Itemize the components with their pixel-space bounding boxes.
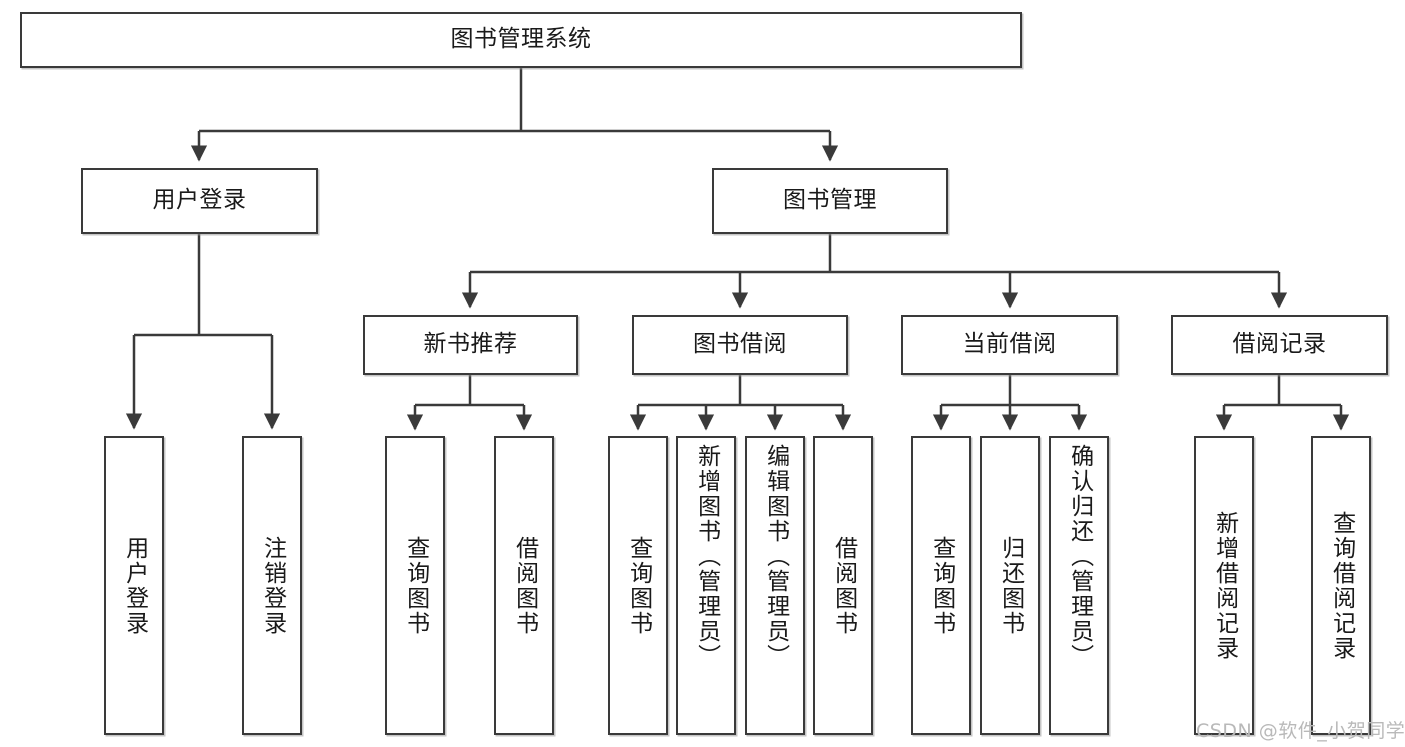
leaf-query-book-nb-label: 查询图书 bbox=[402, 535, 429, 636]
node-borrow-record-label: 借阅记录 bbox=[1232, 331, 1327, 358]
leaf-borrow-book-bb[interactable]: 借阅图书 bbox=[813, 436, 873, 735]
node-book-borrow[interactable]: 图书借阅 bbox=[632, 315, 848, 375]
leaf-borrow-book-nb-label: 借阅图书 bbox=[511, 535, 538, 636]
node-book-management-label: 图书管理 bbox=[783, 187, 877, 214]
csdn-watermark: CSDN @软件_小贺同学 bbox=[1196, 720, 1405, 742]
node-user-login[interactable]: 用户登录 bbox=[81, 168, 318, 234]
leaf-query-book-bb[interactable]: 查询图书 bbox=[608, 436, 668, 735]
node-user-login-label: 用户登录 bbox=[152, 187, 247, 214]
leaf-add-book-admin-label: 新增图书（管理员） bbox=[693, 444, 720, 669]
leaf-add-borrow-record[interactable]: 新增借阅记录 bbox=[1194, 436, 1254, 735]
node-current-borrow[interactable]: 当前借阅 bbox=[901, 315, 1118, 375]
leaf-user-login-label: 用户登录 bbox=[121, 535, 148, 636]
leaf-query-book-bb-label: 查询图书 bbox=[625, 535, 652, 636]
node-borrow-record[interactable]: 借阅记录 bbox=[1171, 315, 1388, 375]
node-book-borrow-label: 图书借阅 bbox=[693, 331, 787, 358]
node-new-book-recommend[interactable]: 新书推荐 bbox=[363, 315, 578, 375]
leaf-query-borrow-record-label: 查询借阅记录 bbox=[1328, 510, 1355, 661]
leaf-confirm-return-admin[interactable]: 确认归还（管理员） bbox=[1049, 436, 1109, 735]
leaf-edit-book-admin-label: 编辑图书（管理员） bbox=[762, 444, 789, 669]
leaf-logout-label: 注销登录 bbox=[259, 535, 286, 636]
leaf-confirm-return-admin-label: 确认归还（管理员） bbox=[1066, 444, 1093, 669]
node-new-book-recommend-label: 新书推荐 bbox=[423, 331, 518, 358]
leaf-add-book-admin[interactable]: 新增图书（管理员） bbox=[676, 436, 736, 735]
leaf-query-book-cb-label: 查询图书 bbox=[928, 535, 955, 636]
leaf-edit-book-admin[interactable]: 编辑图书（管理员） bbox=[745, 436, 805, 735]
leaf-query-book-nb[interactable]: 查询图书 bbox=[385, 436, 445, 735]
leaf-user-login[interactable]: 用户登录 bbox=[104, 436, 164, 735]
leaf-query-borrow-record[interactable]: 查询借阅记录 bbox=[1311, 436, 1371, 735]
node-current-borrow-label: 当前借阅 bbox=[962, 331, 1057, 358]
leaf-logout[interactable]: 注销登录 bbox=[242, 436, 302, 735]
leaf-return-book-label: 归还图书 bbox=[997, 535, 1024, 636]
node-root-label: 图书管理系统 bbox=[450, 26, 592, 53]
leaf-return-book[interactable]: 归还图书 bbox=[980, 436, 1040, 735]
leaf-add-borrow-record-label: 新增借阅记录 bbox=[1211, 510, 1238, 661]
leaf-borrow-book-bb-label: 借阅图书 bbox=[830, 535, 857, 636]
node-book-management[interactable]: 图书管理 bbox=[712, 168, 948, 234]
leaf-borrow-book-nb[interactable]: 借阅图书 bbox=[494, 436, 554, 735]
node-root[interactable]: 图书管理系统 bbox=[20, 12, 1022, 68]
leaf-query-book-cb[interactable]: 查询图书 bbox=[911, 436, 971, 735]
